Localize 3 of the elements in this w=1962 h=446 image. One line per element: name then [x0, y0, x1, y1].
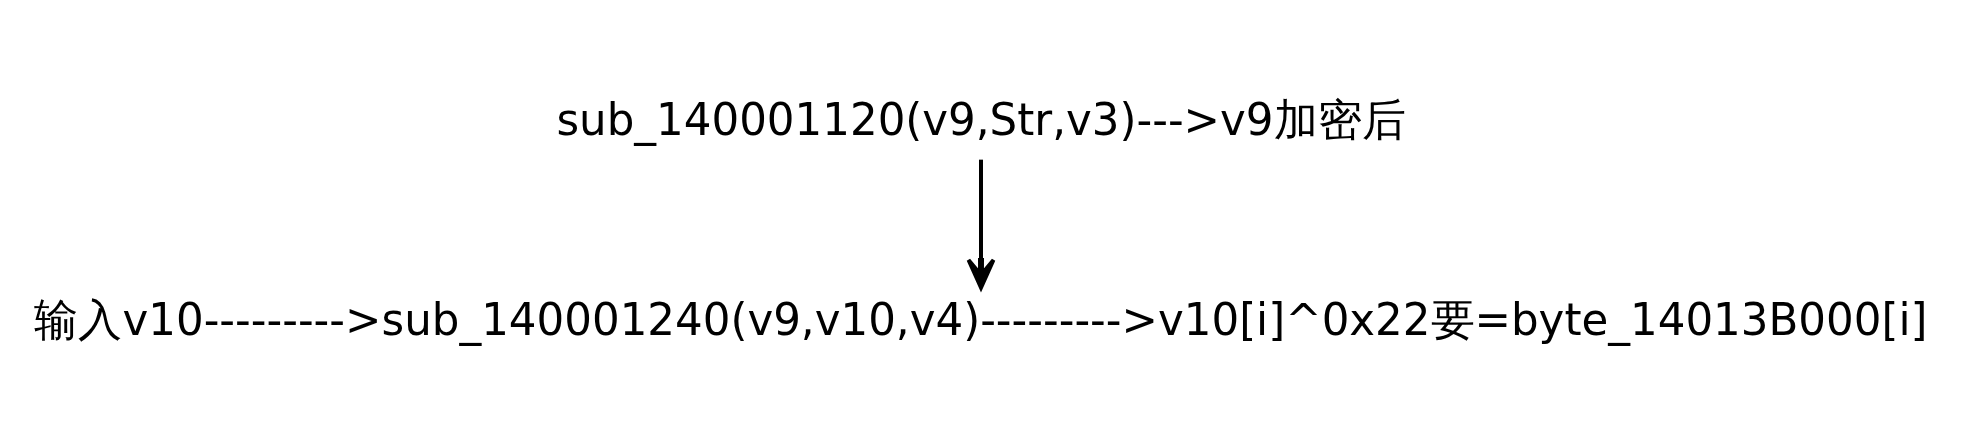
- arrow: [966, 159, 996, 290]
- node-text: sub_140001120(v9,Str,v3)--->v9加密后: [556, 94, 1406, 145]
- node-text: 输入v10--------->sub_140001240(v9,v10,v4)--------->v10[i]^0x22要=byte_14013B000[i]: [34, 294, 1928, 345]
